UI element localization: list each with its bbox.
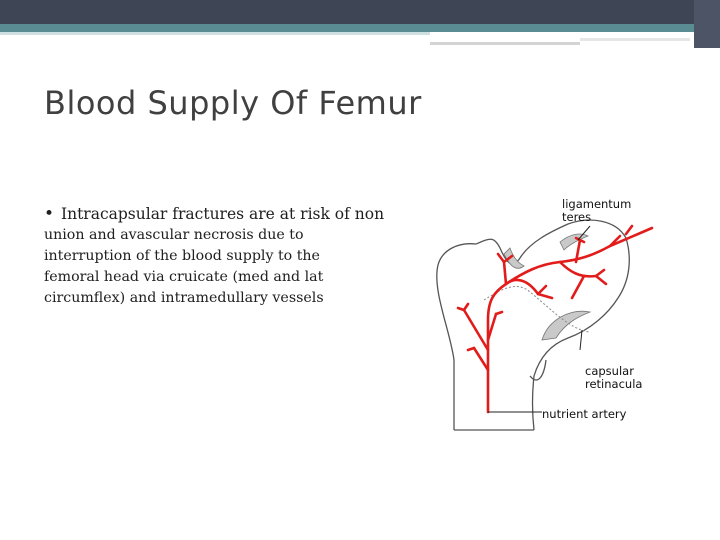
leader-lines: [488, 225, 591, 413]
capsule: [503, 233, 592, 341]
label-retinacula: retinacula: [585, 377, 642, 391]
body-line-3: interruption of the blood supply to the: [44, 248, 320, 264]
body-line-1: Intracapsular fractures are at risk of n…: [60, 205, 385, 223]
header-accent-line-light: [0, 32, 430, 35]
label-teres: teres: [562, 210, 591, 224]
body-line-4: femoral head via cruicate (med and lat: [44, 269, 324, 285]
femur-outline: [436, 219, 630, 431]
label-ligamentum: ligamentum: [562, 197, 631, 211]
body-line-2: union and avascular necrosis due to: [44, 227, 304, 243]
header-bar: [0, 0, 720, 24]
capsule-boundary: [483, 286, 591, 333]
header-divider-2: [580, 38, 690, 41]
slide-title: Blood Supply Of Femur: [44, 84, 422, 122]
bullet-icon: •: [44, 204, 55, 224]
bullet-first-line: • Intracapsular fractures are at risk of…: [44, 204, 394, 225]
femur-blood-supply-diagram: ligamentum teres capsular retinacula nut…: [436, 197, 654, 431]
header-accent-line: [0, 24, 694, 32]
arteries: [456, 224, 654, 414]
body-line-5: circumflex) and intramedullary vessels: [44, 290, 324, 306]
header-divider: [430, 42, 580, 45]
label-capsular: capsular: [585, 364, 634, 378]
label-nutrient-artery: nutrient artery: [542, 407, 627, 421]
header-accent: [694, 0, 720, 48]
slide-body: • Intracapsular fractures are at risk of…: [44, 204, 394, 309]
